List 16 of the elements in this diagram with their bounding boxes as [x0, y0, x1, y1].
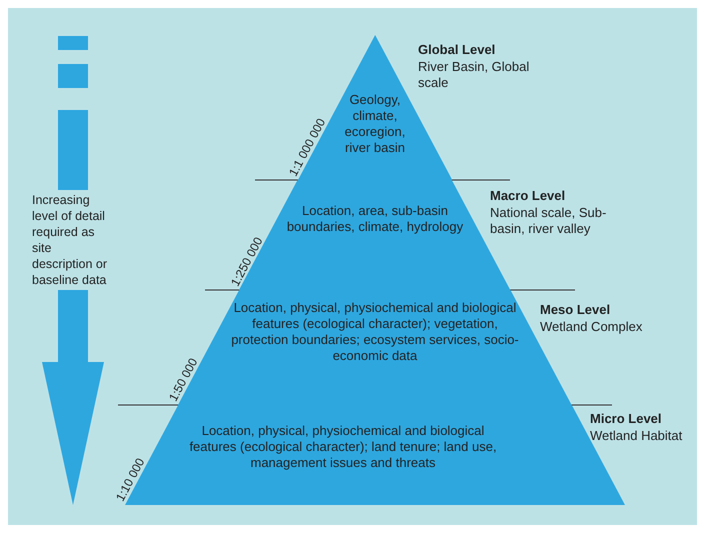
level-scope: National scale, Sub-basin, river valley [490, 205, 608, 237]
level-title: Micro Level [590, 411, 663, 427]
level-scope: Wetland Complex [540, 319, 644, 335]
tier-description: Location, physical, physiochemical and biological features (ecological character); vegetation, protection boundaries; ecosystem services, socio-economic data [230, 300, 520, 364]
scale-label: 1:250 000 [228, 234, 266, 289]
scale-label: 1:50 000 [166, 356, 201, 404]
tier-description: Location, physical, physiochemical and biological features (ecological character); land tenure; land use, management issues and threats [188, 423, 498, 471]
level-title: Meso Level [540, 302, 612, 318]
scale-label: 1:10 000 [113, 456, 148, 504]
scale-label: 1:1 000 000 [286, 116, 328, 179]
level-title: Global Level [418, 42, 496, 58]
tier-description: Geology, climate, ecoregion, river basin [344, 92, 406, 156]
level-title: Macro Level [490, 188, 566, 204]
tier-description: Location, area, sub-basin boundaries, climate, hydrology [286, 203, 464, 235]
level-scope: River Basin, Global scale [418, 59, 530, 91]
level-scope: Wetland Habitat [590, 428, 684, 444]
